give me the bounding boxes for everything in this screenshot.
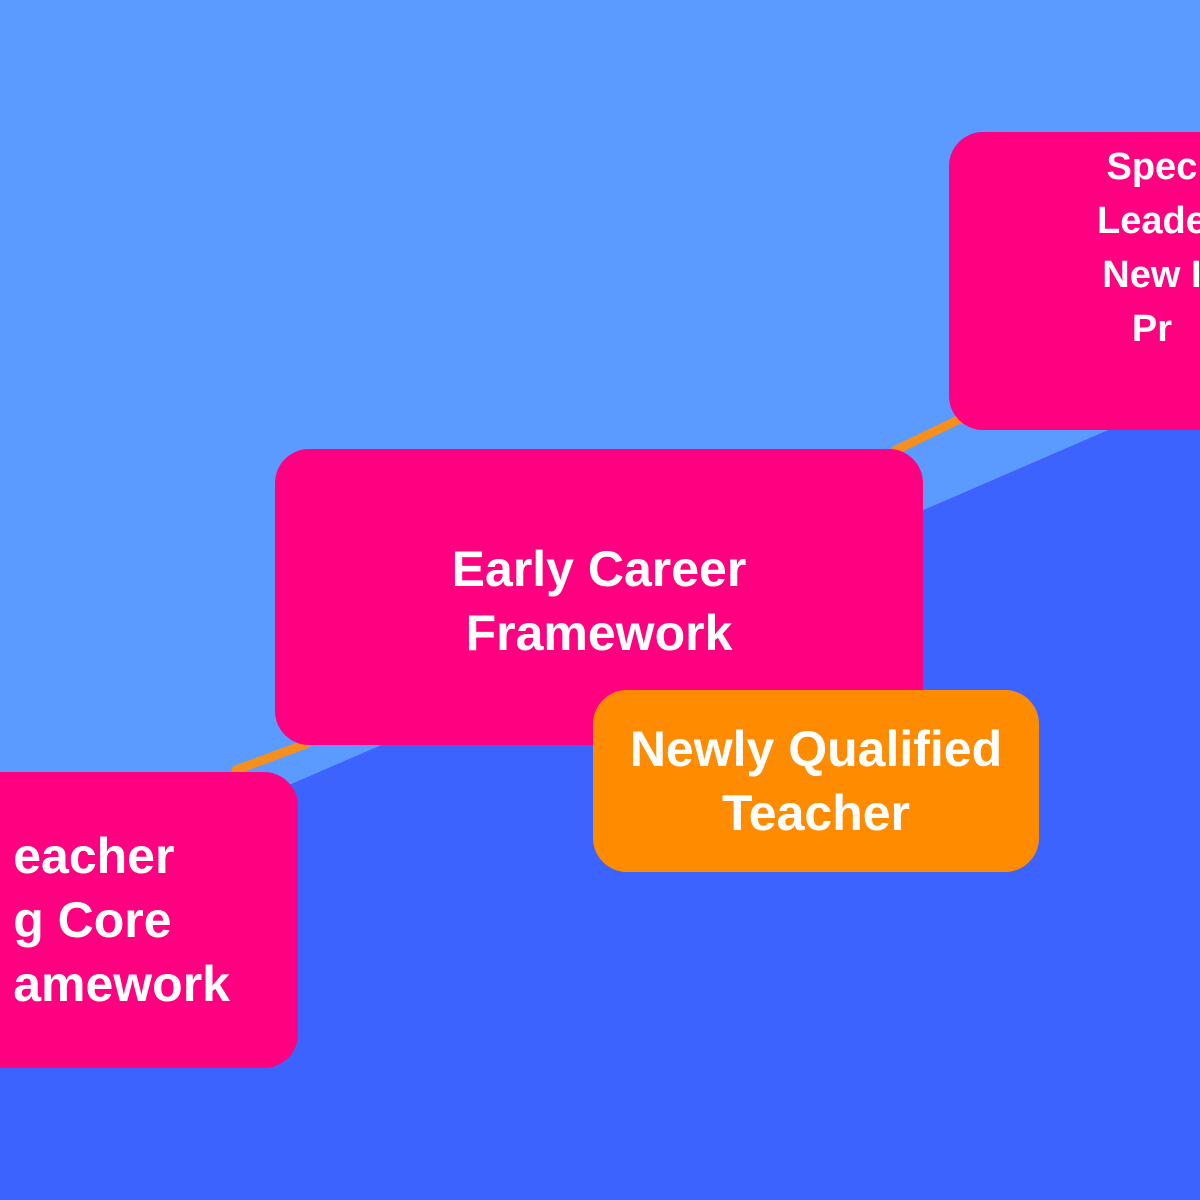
- node-label: Early Career Framework: [451, 541, 747, 661]
- node-label: Newly Qualified Teacher: [629, 721, 1003, 841]
- node-newly-qualified-teacher: Newly Qualified Teacher: [593, 690, 1039, 872]
- connector-itt-to-ecf: [231, 739, 311, 775]
- node-npq: Spec Leade New I Pr: [949, 132, 1200, 430]
- connector-ecf-to-npq: [891, 413, 967, 455]
- node-early-career-framework: Early Career Framework: [275, 449, 923, 745]
- node-label: Spec Leade New I Pr: [1097, 146, 1200, 350]
- node-label: eacher g Core amework: [13, 828, 230, 1012]
- node-initial-teacher-training: eacher g Core amework: [0, 772, 298, 1068]
